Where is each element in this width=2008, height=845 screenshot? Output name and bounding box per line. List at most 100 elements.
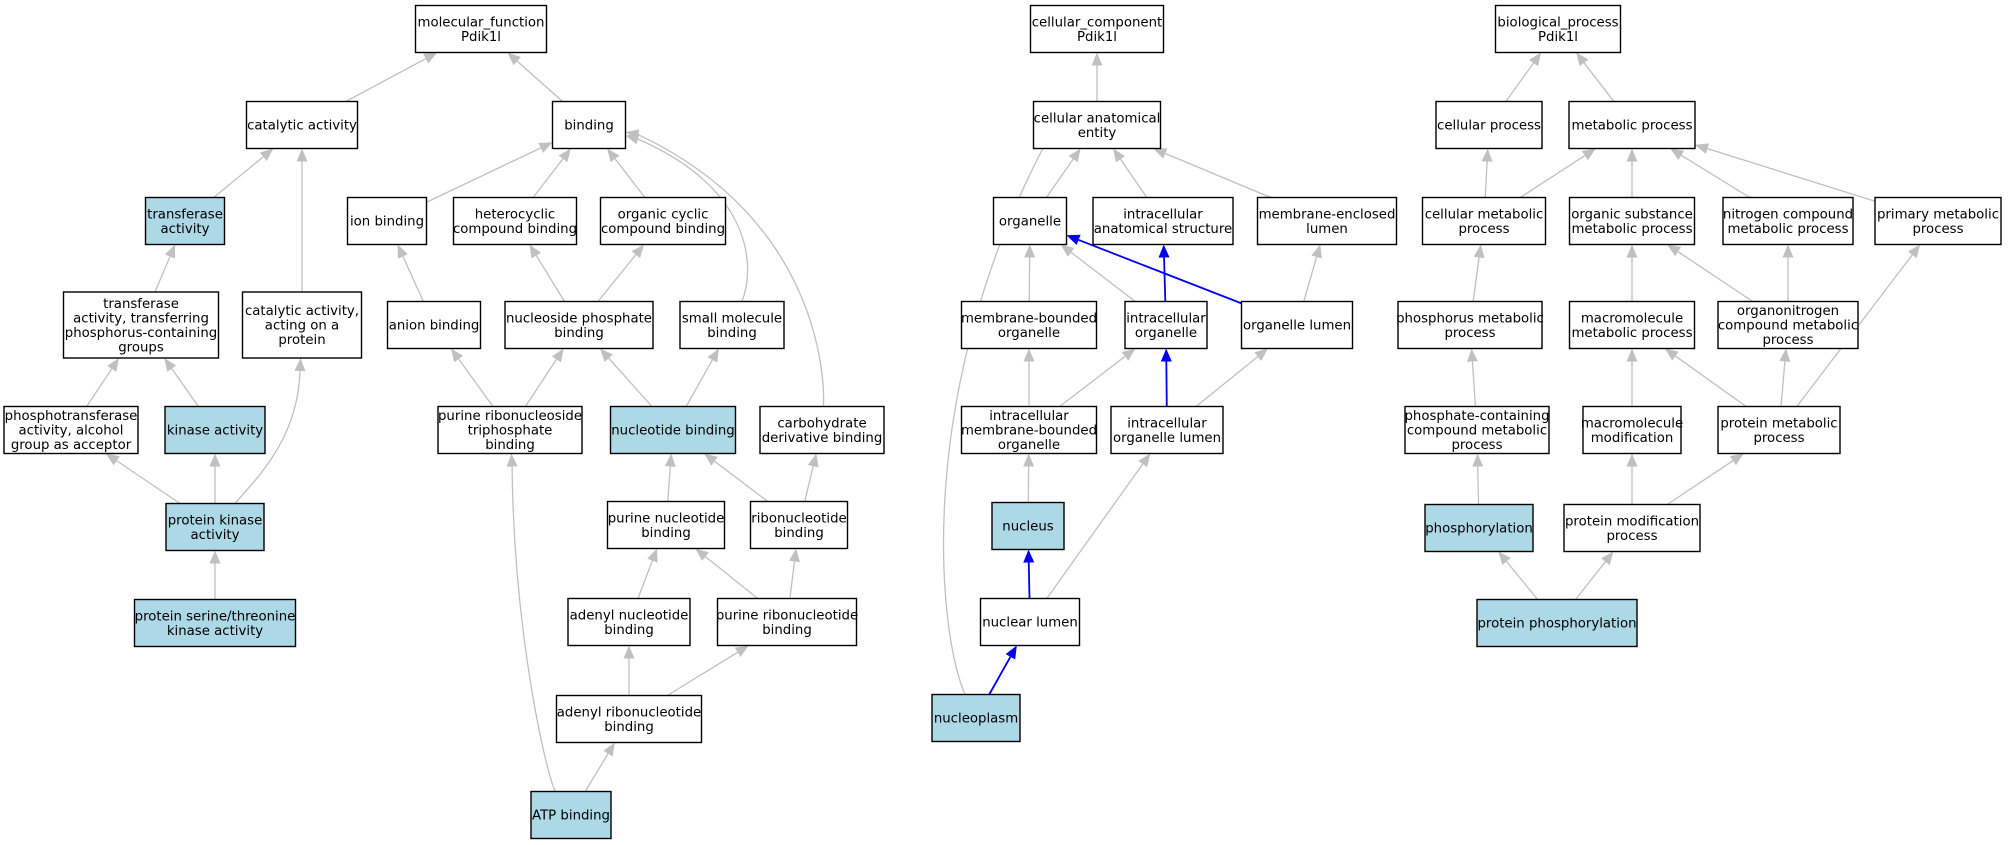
node-protein-phosphorylation[interactable]: protein phosphorylation <box>1476 598 1638 648</box>
edge-line <box>685 359 713 407</box>
node-box <box>437 405 583 455</box>
node-nucleoplasm[interactable]: nucleoplasm <box>931 693 1021 743</box>
edge-line <box>804 465 814 502</box>
edge-transferase-activity-to-catalytic-activity <box>213 148 274 199</box>
edge-nucleotide-binding-to-nucleoside-phosphate-binding <box>600 348 653 407</box>
node-catalytic-activity[interactable]: catalytic activity <box>245 100 359 150</box>
edge-arrowhead <box>1481 148 1493 162</box>
edge-line <box>1472 257 1480 302</box>
node-box <box>1032 100 1162 150</box>
edge-arrowhead <box>1626 348 1638 362</box>
node-nucleus[interactable]: nucleus <box>991 501 1065 551</box>
node-label-line: binding <box>604 623 654 638</box>
node-box <box>530 790 612 840</box>
edge-line <box>1119 158 1148 198</box>
edge-line <box>154 256 171 293</box>
node-atp-binding[interactable]: ATP binding <box>530 790 612 840</box>
node-label-line: protein kinase <box>168 513 263 528</box>
edge-intracellular-mb-organelle-to-membrane-bounded-organelle <box>1023 348 1035 407</box>
edge-kinase-activity-to-transferase-phosphorus <box>164 358 199 407</box>
edge-intracellular-organelle-lumen-to-organelle-lumen <box>1195 348 1268 408</box>
edge-arrowhead <box>1626 244 1638 258</box>
edge-arrowhead <box>296 148 308 162</box>
node-cellular-process[interactable]: cellular process <box>1435 100 1543 150</box>
edge-organonitrogen-metabolic-to-organic-substance-metabolic <box>1667 244 1754 303</box>
node-label-line: process <box>1762 333 1813 348</box>
node-organelle-lumen[interactable]: organelle lumen <box>1240 300 1354 350</box>
node-metabolic-process[interactable]: metabolic process <box>1568 100 1696 150</box>
node-nucleotide-binding[interactable]: nucleotide binding <box>609 405 737 455</box>
node-anion-binding[interactable]: anion binding <box>386 300 482 350</box>
edge-nucleoside-phosphate-binding-to-organic-cyclic-binding <box>597 244 645 302</box>
node-kinase-activity[interactable]: kinase activity <box>164 405 266 455</box>
node-label-line: binding <box>641 526 691 541</box>
node-label-line: catalytic activity, <box>245 304 359 319</box>
edge-organonitrogen-metabolic-to-nitrogen-compound-metabolic <box>1782 244 1794 302</box>
edge-line <box>524 359 557 407</box>
edge-intracellular-organelle-to-intracellular-anatomical-structure <box>1158 244 1170 302</box>
edge-arrowhead <box>1091 52 1103 66</box>
edge-arrowhead <box>603 742 615 757</box>
node-label-line: organelle <box>998 438 1060 453</box>
node-label-line: organonitrogen <box>1737 304 1839 319</box>
node-ion-binding[interactable]: ion binding <box>346 196 428 246</box>
edge-arrowhead <box>423 52 438 64</box>
edge-adenyl-ribonucleotide-binding-to-purine-ribonucleotide-binding <box>666 645 749 697</box>
node-binding[interactable]: binding <box>551 100 627 150</box>
node-box <box>1568 196 1696 246</box>
node-box <box>960 405 1098 455</box>
node-nuclear-lumen[interactable]: nuclear lumen <box>979 597 1081 647</box>
node-label-line: organelle <box>1135 326 1197 341</box>
node-organelle[interactable]: organelle <box>992 196 1068 246</box>
node-label-line: lumen <box>1306 222 1348 237</box>
edge-arrowhead <box>1581 148 1596 161</box>
node-phosphorylation[interactable]: phosphorylation <box>1424 503 1534 553</box>
node-label-line: macromolecule <box>1581 416 1683 431</box>
node-label-line: groups <box>118 340 164 355</box>
node-box <box>1110 405 1224 455</box>
edge-arrowhead <box>558 148 571 163</box>
edge-line <box>116 460 181 505</box>
node-label-line: phosphotransferase <box>5 409 138 424</box>
node-box <box>1424 503 1534 553</box>
node-label-line: binding <box>707 326 757 341</box>
